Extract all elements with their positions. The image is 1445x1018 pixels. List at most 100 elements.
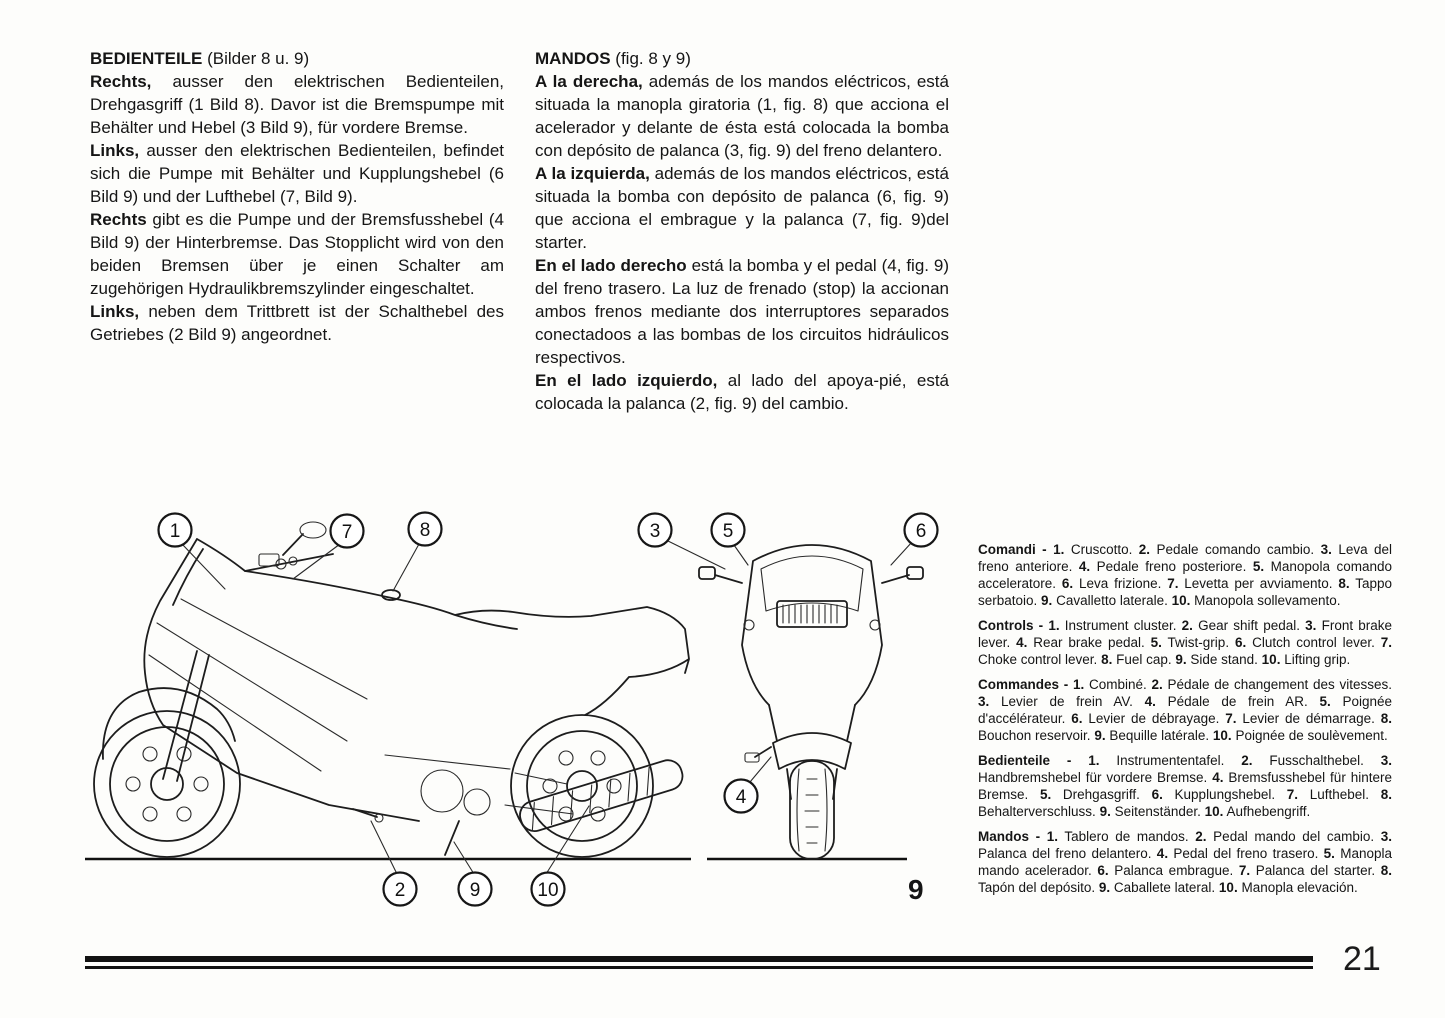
german-heading-sub: (Bilder 8 u. 9) (202, 49, 310, 68)
callout-10-number: 10 (537, 880, 558, 901)
body-paragraph: A la izquierda, además de los mandos elé… (535, 162, 949, 254)
caption-item-number: 3. (1374, 829, 1392, 844)
caption-item-text: Pedal del freno trasero. (1168, 846, 1319, 861)
paragraph-text: al lado del apoya-pié, está colocada la … (535, 371, 949, 413)
bottom-rule-thin (85, 966, 1313, 969)
caption-item-text: Tapón del depósito. (978, 880, 1096, 895)
caption-block: Commandes - 1. Combiné. 2. Pédale de cha… (978, 676, 1392, 744)
body-paragraph: Rechts gibt es die Pumpe und der Bremsfu… (90, 208, 504, 300)
caption-item-text: Twist-grip. (1161, 635, 1230, 650)
caption-item-text: Levetta per avviamento. (1178, 576, 1333, 591)
caption-item-number: 5. (1246, 559, 1265, 574)
front-view-fender (772, 732, 852, 770)
german-heading: BEDIENTEILE (Bilder 8 u. 9) (90, 47, 504, 70)
caption-item-number: 6. (1091, 863, 1109, 878)
side-stand (444, 820, 460, 856)
paragraph-text: además de los mandos eléctricos, está si… (535, 164, 949, 252)
callout-8: 8 (407, 511, 443, 547)
callout-8-number: 8 (420, 520, 431, 541)
caption-item-number: 1. (1046, 542, 1065, 557)
paragraph-text: además de los mandos eléctricos, está si… (535, 72, 949, 160)
paragraph-lead: Rechts, (90, 72, 152, 91)
caption-item-number: 9. (1037, 593, 1053, 608)
caption-item-text: Behalterverschluss. (978, 804, 1096, 819)
engine-details (384, 754, 574, 816)
callout-1: 1 (157, 512, 193, 548)
callout-5-number: 5 (723, 521, 734, 542)
caption-item-text: Pédale de frein AR. (1155, 694, 1308, 709)
fairing-outline (143, 538, 690, 822)
front-fork (162, 650, 210, 782)
rear-wheel (510, 714, 654, 858)
caption-language-lead: Bedienteile - (978, 753, 1072, 768)
right-turn-signal (869, 619, 881, 631)
callout-2: 2 (382, 871, 418, 907)
caption-item-text: Poignée de soulèvement. (1231, 728, 1388, 743)
caption-item-text: Instrumententafel. (1099, 753, 1225, 768)
caption-item-text: Manopola sollevamento. (1190, 593, 1341, 608)
motorcycle-side-view (93, 521, 690, 875)
callout-9-number: 9 (470, 880, 481, 901)
caption-item-text: Bremsfusshebel für hintere Bremse. (978, 770, 1392, 802)
caption-item-number: 8. (1374, 711, 1392, 726)
caption-item-text: Cavalletto laterale. (1052, 593, 1168, 608)
caption-item-number: 6. (1056, 576, 1074, 591)
caption-language-lead: Comandi - (978, 542, 1047, 557)
figure-9-drawing: 1 7 8 2 9 10 3 (85, 503, 945, 915)
caption-item-number: 6. (1229, 635, 1247, 650)
caption-item-text: Seitenständer. (1110, 804, 1201, 819)
callout-1-number: 1 (170, 521, 181, 542)
spanish-heading-sub: (fig. 8 y 9) (610, 49, 691, 68)
caption-item-text: Pedal mando del cambio. (1206, 829, 1375, 844)
caption-item-text: Gear shift pedal. (1192, 618, 1300, 633)
caption-item-text: Palanca embrague. (1108, 863, 1234, 878)
caption-item-text: Tappo serbatoio. (978, 576, 1392, 608)
caption-item-number: 5. (1028, 787, 1052, 802)
caption-item-text: Drehgasgriff. (1051, 787, 1140, 802)
caption-item-text: Levier de frein AV. (989, 694, 1133, 709)
caption-item-number: 3. (1363, 753, 1393, 768)
caption-item-text: Instrument cluster. (1059, 618, 1177, 633)
callout-7: 7 (329, 513, 365, 549)
spanish-column: MANDOS (fig. 8 y 9) A la derecha, además… (535, 47, 949, 415)
caption-item-text: Pedale comando cambio. (1150, 542, 1315, 557)
callout-4: 4 (723, 778, 759, 814)
caption-item-number: 3. (978, 694, 990, 709)
caption-item-text: Palanca del freno delantero. (978, 846, 1152, 861)
front-lower-cowl (768, 704, 856, 742)
caption-item-text: Pédale de changement des vitesses. (1162, 677, 1392, 692)
front-wheel (93, 710, 241, 858)
caption-item-number: 5. (1307, 694, 1331, 709)
caption-item-number: 2. (1146, 677, 1163, 692)
instrument-cluster (776, 600, 848, 628)
bottom-rule-thick (85, 956, 1313, 962)
caption-item-number: 6. (1139, 787, 1163, 802)
callout-7-number: 7 (342, 522, 353, 543)
caption-item-text: Aufhebengriff. (1223, 804, 1311, 819)
figure-number: 9 (908, 874, 924, 905)
paragraph-lead: A la derecha, (535, 72, 643, 91)
callout-6: 6 (903, 512, 939, 548)
paragraph-text: neben dem Trittbrett ist der Schalthebel… (90, 302, 504, 344)
paragraph-lead: Links, (90, 141, 140, 160)
german-column-body: Rechts, ausser den elektrischen Bediente… (90, 70, 504, 346)
caption-item-number: 7. (1374, 635, 1392, 650)
callout-3: 3 (637, 512, 673, 548)
caption-item-text: Bequille latérale. (1105, 728, 1210, 743)
german-heading-title: BEDIENTEILE (90, 49, 203, 68)
caption-block: Bedienteile - 1. Instrumententafel. 2. F… (978, 752, 1392, 820)
caption-item-number: 4. (1072, 559, 1091, 574)
caption-item-number: 9. (1090, 728, 1106, 743)
page-number: 21 (1343, 940, 1381, 978)
body-paragraph: Links, ausser den elektrischen Bedientei… (90, 139, 504, 208)
caption-item-number: 5. (1144, 635, 1162, 650)
caption-item-number: 2. (1188, 829, 1207, 844)
front-view-tire (789, 760, 835, 860)
caption-item-text: Caballete lateral. (1110, 880, 1216, 895)
caption-language-lead: Controls - (978, 618, 1044, 633)
bottom-rule (85, 956, 1313, 969)
caption-item-number: 10. (1209, 728, 1232, 743)
callout-2-number: 2 (395, 880, 406, 901)
caption-block: Mandos - 1. Tablero de mandos. 2. Pedal … (978, 828, 1392, 896)
